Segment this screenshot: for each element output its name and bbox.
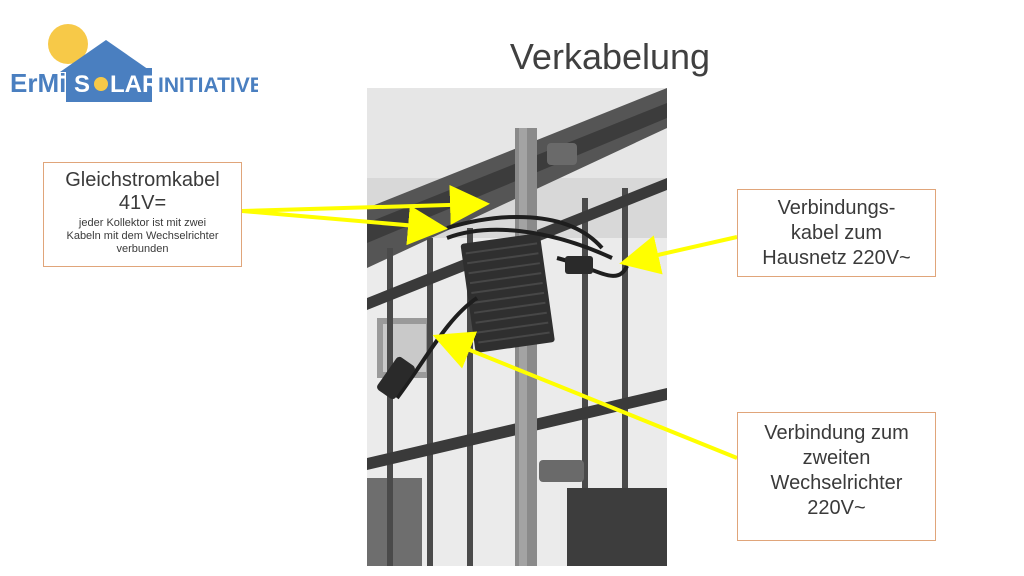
grid-cable-line-1: Verbindungs- [777,197,896,219]
callout-second-inverter: Verbindung zum zweiten Wechselrichter 22… [737,412,936,541]
logo-text-lar: LAR [110,71,159,98]
dc-cable-note-1: jeder Kollektor ist mit zwei [78,217,207,229]
house-icon [66,68,152,102]
callout-dc-cable: Gleichstromkabel 41V= jeder Kollektor is… [43,162,242,267]
logo-o-sun-icon [94,77,108,91]
grid-cable-line-3: Hausnetz 220V~ [762,247,911,269]
logo-text-s: S [74,71,90,98]
slide-title: Verkabelung [509,36,711,77]
second-inverter-line-2: zweiten [802,447,871,469]
second-inverter-line-1: Verbindung zum [764,422,909,444]
dc-cable-note-3: verbunden [116,243,169,255]
roof-icon [60,40,152,72]
dc-cable-voltage: 41V= [118,192,167,214]
callout-grid-cable: Verbindungs- kabel zum Hausnetz 220V~ [737,189,936,277]
dc-cable-note-2: Kabeln mit dem Wechselrichter [66,230,219,242]
dc-cable-title: Gleichstromkabel [65,169,220,191]
grid-cable-line-2: kabel zum [790,222,883,244]
logo-text-right: INITIATIVE [158,74,258,97]
second-inverter-line-4: 220V~ [807,497,866,519]
sun-icon [48,24,88,64]
ermi-solar-logo: ErMi S LAR INITIATIVE [10,24,258,102]
second-inverter-line-3: Wechselrichter [770,472,903,494]
inverter-photo [367,88,667,566]
logo-text-left: ErMi [10,68,66,98]
